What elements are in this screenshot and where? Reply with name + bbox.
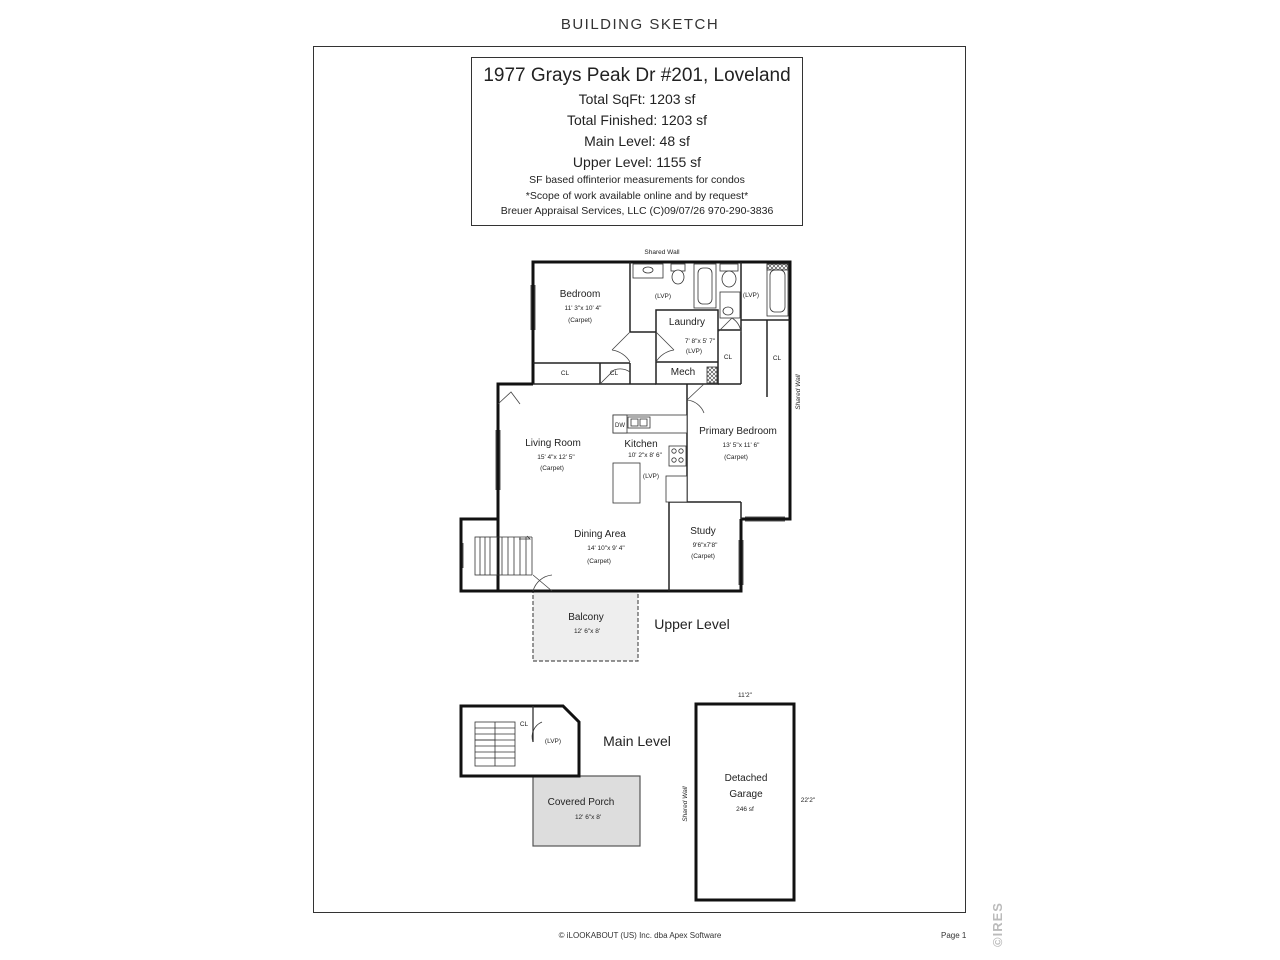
main-level-walls (459, 704, 581, 778)
bedroom-floor: (Carpet) (568, 317, 592, 324)
balcony-name: Balcony (568, 612, 604, 623)
living-room-name: Living Room (525, 438, 581, 449)
kitchen-fixtures (612, 414, 688, 504)
primary-bedroom-name: Primary Bedroom (699, 426, 777, 437)
sketch-frame (313, 46, 966, 913)
appraiser-credit: Breuer Appraisal Services, LLC (C)09/07/… (500, 205, 774, 217)
entry-floor: (LVP) (545, 738, 561, 745)
balcony-outline (532, 590, 639, 662)
closet-label: CL (561, 370, 570, 377)
closet-label: CL (724, 354, 733, 361)
upper-stair-enclosure (459, 517, 498, 593)
bedroom-dims: 11' 3"x 10' 4" (565, 305, 603, 312)
garage-name-line2: Garage (729, 789, 763, 800)
detached-garage-outline (694, 702, 796, 902)
bedroom-name: Bedroom (560, 289, 601, 300)
study-name: Study (690, 526, 716, 537)
laundry-dims: 7' 8"x 5' 7" (685, 338, 716, 345)
door-swings (497, 317, 742, 592)
living-room-floor: (Carpet) (540, 465, 564, 472)
balcony-dims: 12' 6"x 8' (574, 628, 600, 635)
kitchen-name: Kitchen (624, 439, 657, 450)
software-credit: © iLOOKABOUT (US) Inc. dba Apex Software (558, 931, 722, 940)
garage-area: 246 sf (736, 806, 754, 813)
main-level-area: Main Level: 48 sf (584, 133, 690, 149)
upper-level-label: Upper Level (654, 616, 730, 632)
upper-stair-treads (474, 535, 533, 576)
upper-level-outer-walls (496, 260, 792, 593)
garage-depth: 22'2" (801, 797, 816, 804)
scope-note: *Scope of work available online and by r… (525, 189, 749, 202)
dishwasher-label: DW (615, 423, 625, 429)
water-heater (706, 366, 718, 384)
living-room-dims: 15' 4"x 12' 5" (537, 454, 575, 461)
page-number: Page 1 (941, 931, 967, 940)
garage-width: 11'2" (738, 692, 753, 699)
main-closet-label: CL (520, 721, 529, 728)
dining-area-name: Dining Area (574, 529, 626, 540)
closet-label: CL (773, 355, 782, 362)
primary-bedroom-floor: (Carpet) (724, 454, 748, 461)
primary-bedroom-dims: 13' 5"x 11' 6" (723, 442, 761, 449)
garage-shared-wall: Shared Wall (682, 786, 689, 822)
kitchen-dims: 10' 2"x 8' 6" (628, 452, 663, 459)
windows (462, 285, 785, 585)
covered-porch-dims: 12' 6"x 8' (575, 814, 601, 821)
total-finished: Total Finished: 1203 sf (566, 112, 708, 128)
kitchen-floor: (LVP) (643, 473, 659, 480)
total-sqft: Total SqFt: 1203 sf (578, 91, 696, 107)
bath2-floor: (LVP) (743, 292, 759, 299)
main-stair-treads (474, 706, 543, 767)
mech-label: Mech (671, 367, 695, 378)
upper-level-area: Upper Level: 1155 sf (572, 154, 702, 170)
property-info-box: 1977 Grays Peak Dr #201, Loveland Total … (471, 57, 803, 226)
bath1-floor: (LVP) (655, 293, 671, 300)
watermark-text: ©IRES (989, 901, 1005, 947)
dining-area-floor: (Carpet) (587, 558, 611, 565)
main-level-label: Main Level (603, 733, 671, 749)
property-address: 1977 Grays Peak Dr #201, Loveland (483, 65, 791, 86)
ires-watermark: ©IRES (985, 900, 1009, 948)
dining-area-dims: 14' 10"x 9' 4" (587, 545, 625, 552)
study-dims: 9'6"x7'8" (693, 542, 718, 549)
covered-porch-name: Covered Porch (548, 797, 615, 808)
laundry-name: Laundry (669, 317, 705, 328)
shared-wall-top: Shared Wall (644, 249, 680, 256)
closet-label: CL (610, 370, 619, 377)
laundry-floor: (LVP) (686, 348, 702, 355)
page-title: BUILDING SKETCH (560, 16, 720, 33)
shared-wall-right: Shared Wall (795, 374, 802, 410)
covered-porch-outline (532, 775, 641, 847)
measurement-note: SF based offinterior measurements for co… (529, 174, 745, 186)
bath-fixtures (632, 263, 789, 319)
garage-name-line1: Detached (725, 773, 768, 784)
study-floor: (Carpet) (691, 553, 715, 560)
